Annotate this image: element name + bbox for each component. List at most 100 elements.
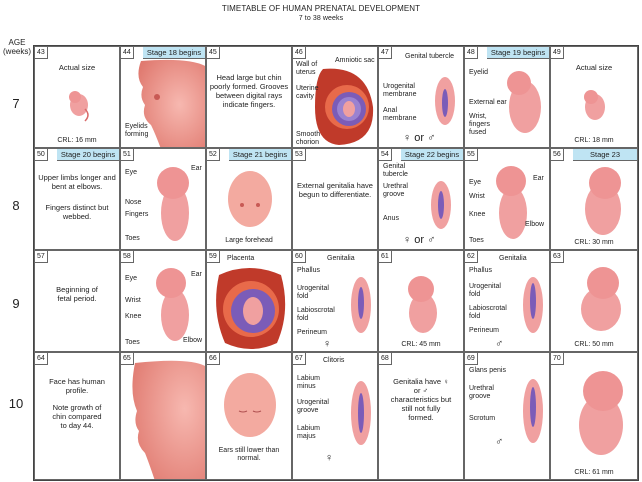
cell-day-49: 49 Actual size CRL: 18 mm <box>550 46 638 148</box>
cell-day-47: 47 Genital tubercle Urogenital membrane … <box>378 46 464 148</box>
day-number: 60 <box>293 251 306 263</box>
day-number: 59 <box>207 251 220 263</box>
fetus-illustration <box>579 371 623 455</box>
phallus-label: Phallus <box>469 267 492 274</box>
cell-day-43: 43 Actual size CRL: 16 mm <box>34 46 120 148</box>
ears-label: Ears still lower than normal. <box>218 447 280 462</box>
week-7-label: 7 <box>12 96 20 111</box>
embryo-illustration <box>507 71 541 133</box>
ear-label: Ear <box>533 175 544 182</box>
female-genitalia-illustration <box>351 277 371 333</box>
cell-day-50: 50 Stage 20 begins Upper limbs longer an… <box>34 148 120 250</box>
embryo-illustration <box>585 167 621 235</box>
cell-day-44: 44 Stage 18 begins Eyelids forming <box>120 46 206 148</box>
day-number: 46 <box>293 47 306 59</box>
cell-text-2: Fingers distinct but webbed. <box>45 203 109 221</box>
labioscrotal-fold-label: Labioscrotal fold <box>469 305 507 320</box>
cell-text: Beginning of fetal period. <box>56 285 98 303</box>
ear-label: Ear <box>191 165 202 172</box>
day-number: 54 <box>379 149 392 161</box>
age-label: AGE <box>8 38 26 47</box>
elbow-label: Elbow <box>525 221 545 228</box>
labium-majus-label: Labium majus <box>297 425 320 440</box>
female-genitalia-illustration <box>351 381 371 445</box>
perineum-label: Perineum <box>469 327 499 334</box>
labioscrotal-fold-label: Labioscrotal fold <box>297 307 335 322</box>
crl-label: CRL: 45 mm <box>401 341 441 348</box>
eye-label: Eye <box>469 179 482 186</box>
stage-badge: Stage 21 begins <box>229 149 291 161</box>
external-ear-label: External ear <box>469 99 507 106</box>
wrist-label: Wrist, fingers fused <box>469 113 491 136</box>
cell-day-57: 57 Beginning of fetal period. <box>34 250 120 352</box>
stage-badge: Stage 19 begins <box>487 47 549 59</box>
male-symbol: ♂ <box>495 436 504 448</box>
day-number: 52 <box>207 149 220 161</box>
day-number: 58 <box>121 251 134 263</box>
week-10-label: 10 <box>8 396 24 411</box>
day-number: 63 <box>551 251 564 263</box>
cell-day-53: 53 External genitalia have begun to diff… <box>292 148 378 250</box>
toes-label: Toes <box>125 339 140 346</box>
urethral-groove-label: Urethral groove <box>469 385 494 400</box>
anal-membrane-label: Anal membrane <box>383 107 417 122</box>
cell-day-69: 69 Glans penis Urethral groove Scrotum ♂ <box>464 352 550 480</box>
cell-day-45: 45 Head large but chin poorly formed. Gr… <box>206 46 292 148</box>
embryo-illustration <box>157 167 189 241</box>
crl-label: CRL: 50 mm <box>574 341 614 348</box>
day-number: 53 <box>293 149 306 161</box>
cell-text: Actual size <box>58 63 96 72</box>
genital-tubercle-label: Genital tubercle <box>405 53 455 60</box>
cell-day-67: 67 Clitoris Labium minus Urogenital groo… <box>292 352 378 480</box>
face-front-illustration <box>228 171 272 227</box>
toes-label: Toes <box>125 235 140 242</box>
cell-day-55: 55 Eye Ear Wrist Knee Elbow Toes <box>464 148 550 250</box>
day-number: 56 <box>551 149 564 161</box>
timetable-grid: 43 Actual size CRL: 16 mm 44 Stage 18 be… <box>33 45 639 481</box>
cell-day-68: 68 Genitalia have ♀ or ♂ characteristics… <box>378 352 464 480</box>
fetus-illustration <box>156 268 189 341</box>
day-number: 44 <box>121 47 134 59</box>
day-number: 69 <box>465 353 478 365</box>
cell-day-61: 61 CRL: 45 mm <box>378 250 464 352</box>
urogenital-fold-label: Urogenital fold <box>297 285 329 300</box>
male-symbol: ♂ <box>495 338 504 350</box>
phallus-label: Phallus <box>297 267 320 274</box>
cell-day-65: 65 <box>120 352 206 480</box>
urogenital-groove-label: Urogenital groove <box>297 399 329 414</box>
eyelid-label: Eyelid <box>469 69 489 76</box>
day-number: 67 <box>293 353 306 365</box>
genitalia-illustration <box>431 181 451 229</box>
genitalia-header: Genitalia <box>327 255 355 262</box>
day-number: 68 <box>379 353 392 365</box>
cell-day-63: 63 CRL: 50 mm <box>550 250 638 352</box>
age-unit: (weeks) <box>3 47 32 56</box>
face-profile-illustration <box>138 59 205 147</box>
embryo-actual-size-illustration <box>584 90 605 120</box>
sex-symbols: ♀ or ♂ <box>403 132 436 144</box>
embryo-actual-size-illustration <box>69 91 89 122</box>
cell-day-51: 51 Eye Ear Nose Fingers Toes <box>120 148 206 250</box>
urogenital-membrane-label: Urogenital membrane <box>383 83 417 98</box>
day-number: 61 <box>379 251 392 263</box>
genitalia-header: Genitalia <box>499 255 527 262</box>
week-9-label: 9 <box>12 296 20 311</box>
day-number: 49 <box>551 47 564 59</box>
cell-text-1: Face has human profile. <box>49 377 105 395</box>
placenta-label: Placenta <box>227 255 255 262</box>
wall-of-uterus-label: Wall of uterus <box>296 61 318 76</box>
cell-day-52: 52 Stage 21 begins Large forehead <box>206 148 292 250</box>
age-header: AGE (weeks) <box>3 38 31 56</box>
day-number: 43 <box>35 47 48 59</box>
stage-badge: Stage 18 begins <box>143 47 205 59</box>
eye-label: Eye <box>125 169 138 176</box>
crl-label: CRL: 30 mm <box>574 239 614 246</box>
day-number: 70 <box>551 353 564 365</box>
page-title: TIMETABLE OF HUMAN PRENATAL DEVELOPMENT … <box>0 4 642 24</box>
perineum-label: Perineum <box>297 329 327 336</box>
urethral-groove-label: Urethral groove <box>383 183 408 198</box>
clitoris-label: Clitoris <box>323 357 345 364</box>
crl-label: CRL: 18 mm <box>574 137 614 144</box>
cell-day-66: 66 Ears still lower than normal. <box>206 352 292 480</box>
smooth-chorion-label: Smooth chorion <box>296 131 321 146</box>
